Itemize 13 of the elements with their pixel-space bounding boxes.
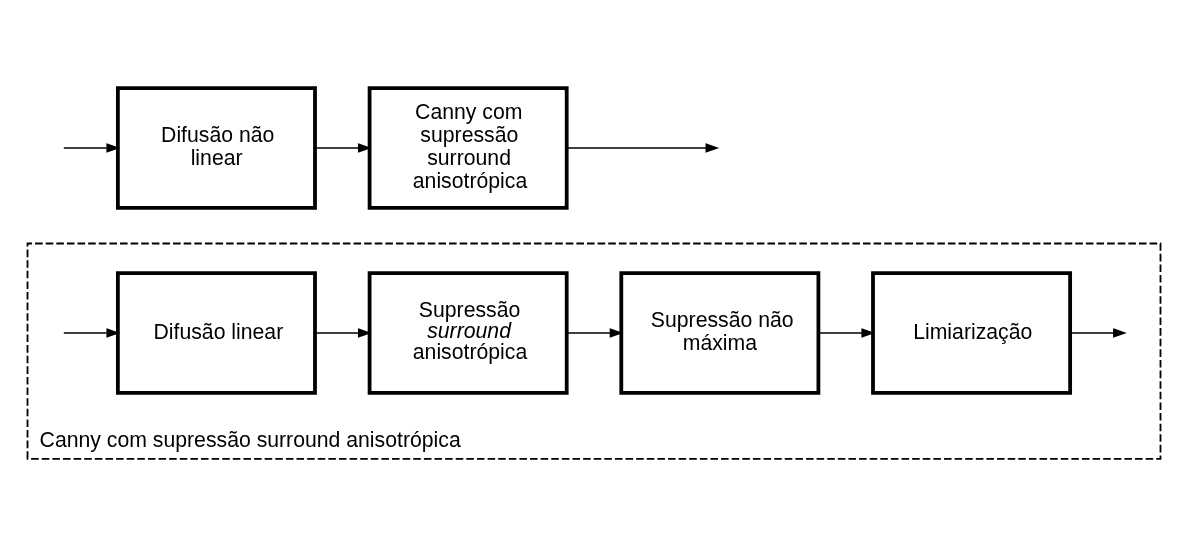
arrow	[314, 142, 372, 153]
arrow	[63, 142, 121, 153]
node-box: Canny com supressão surround anisotrópica	[367, 85, 569, 210]
node-box: Supressão não máxima	[619, 270, 821, 395]
node-box: Difusão linear	[116, 270, 317, 395]
node-box: Supressão surround anisotrópica	[367, 270, 569, 395]
node-box: Difusão não linear	[116, 85, 317, 210]
arrow	[1069, 327, 1127, 338]
arrow	[566, 142, 720, 153]
arrow	[314, 327, 372, 338]
node-box: Limiarização	[871, 270, 1072, 395]
arrow	[63, 327, 121, 338]
arrow	[818, 327, 876, 338]
